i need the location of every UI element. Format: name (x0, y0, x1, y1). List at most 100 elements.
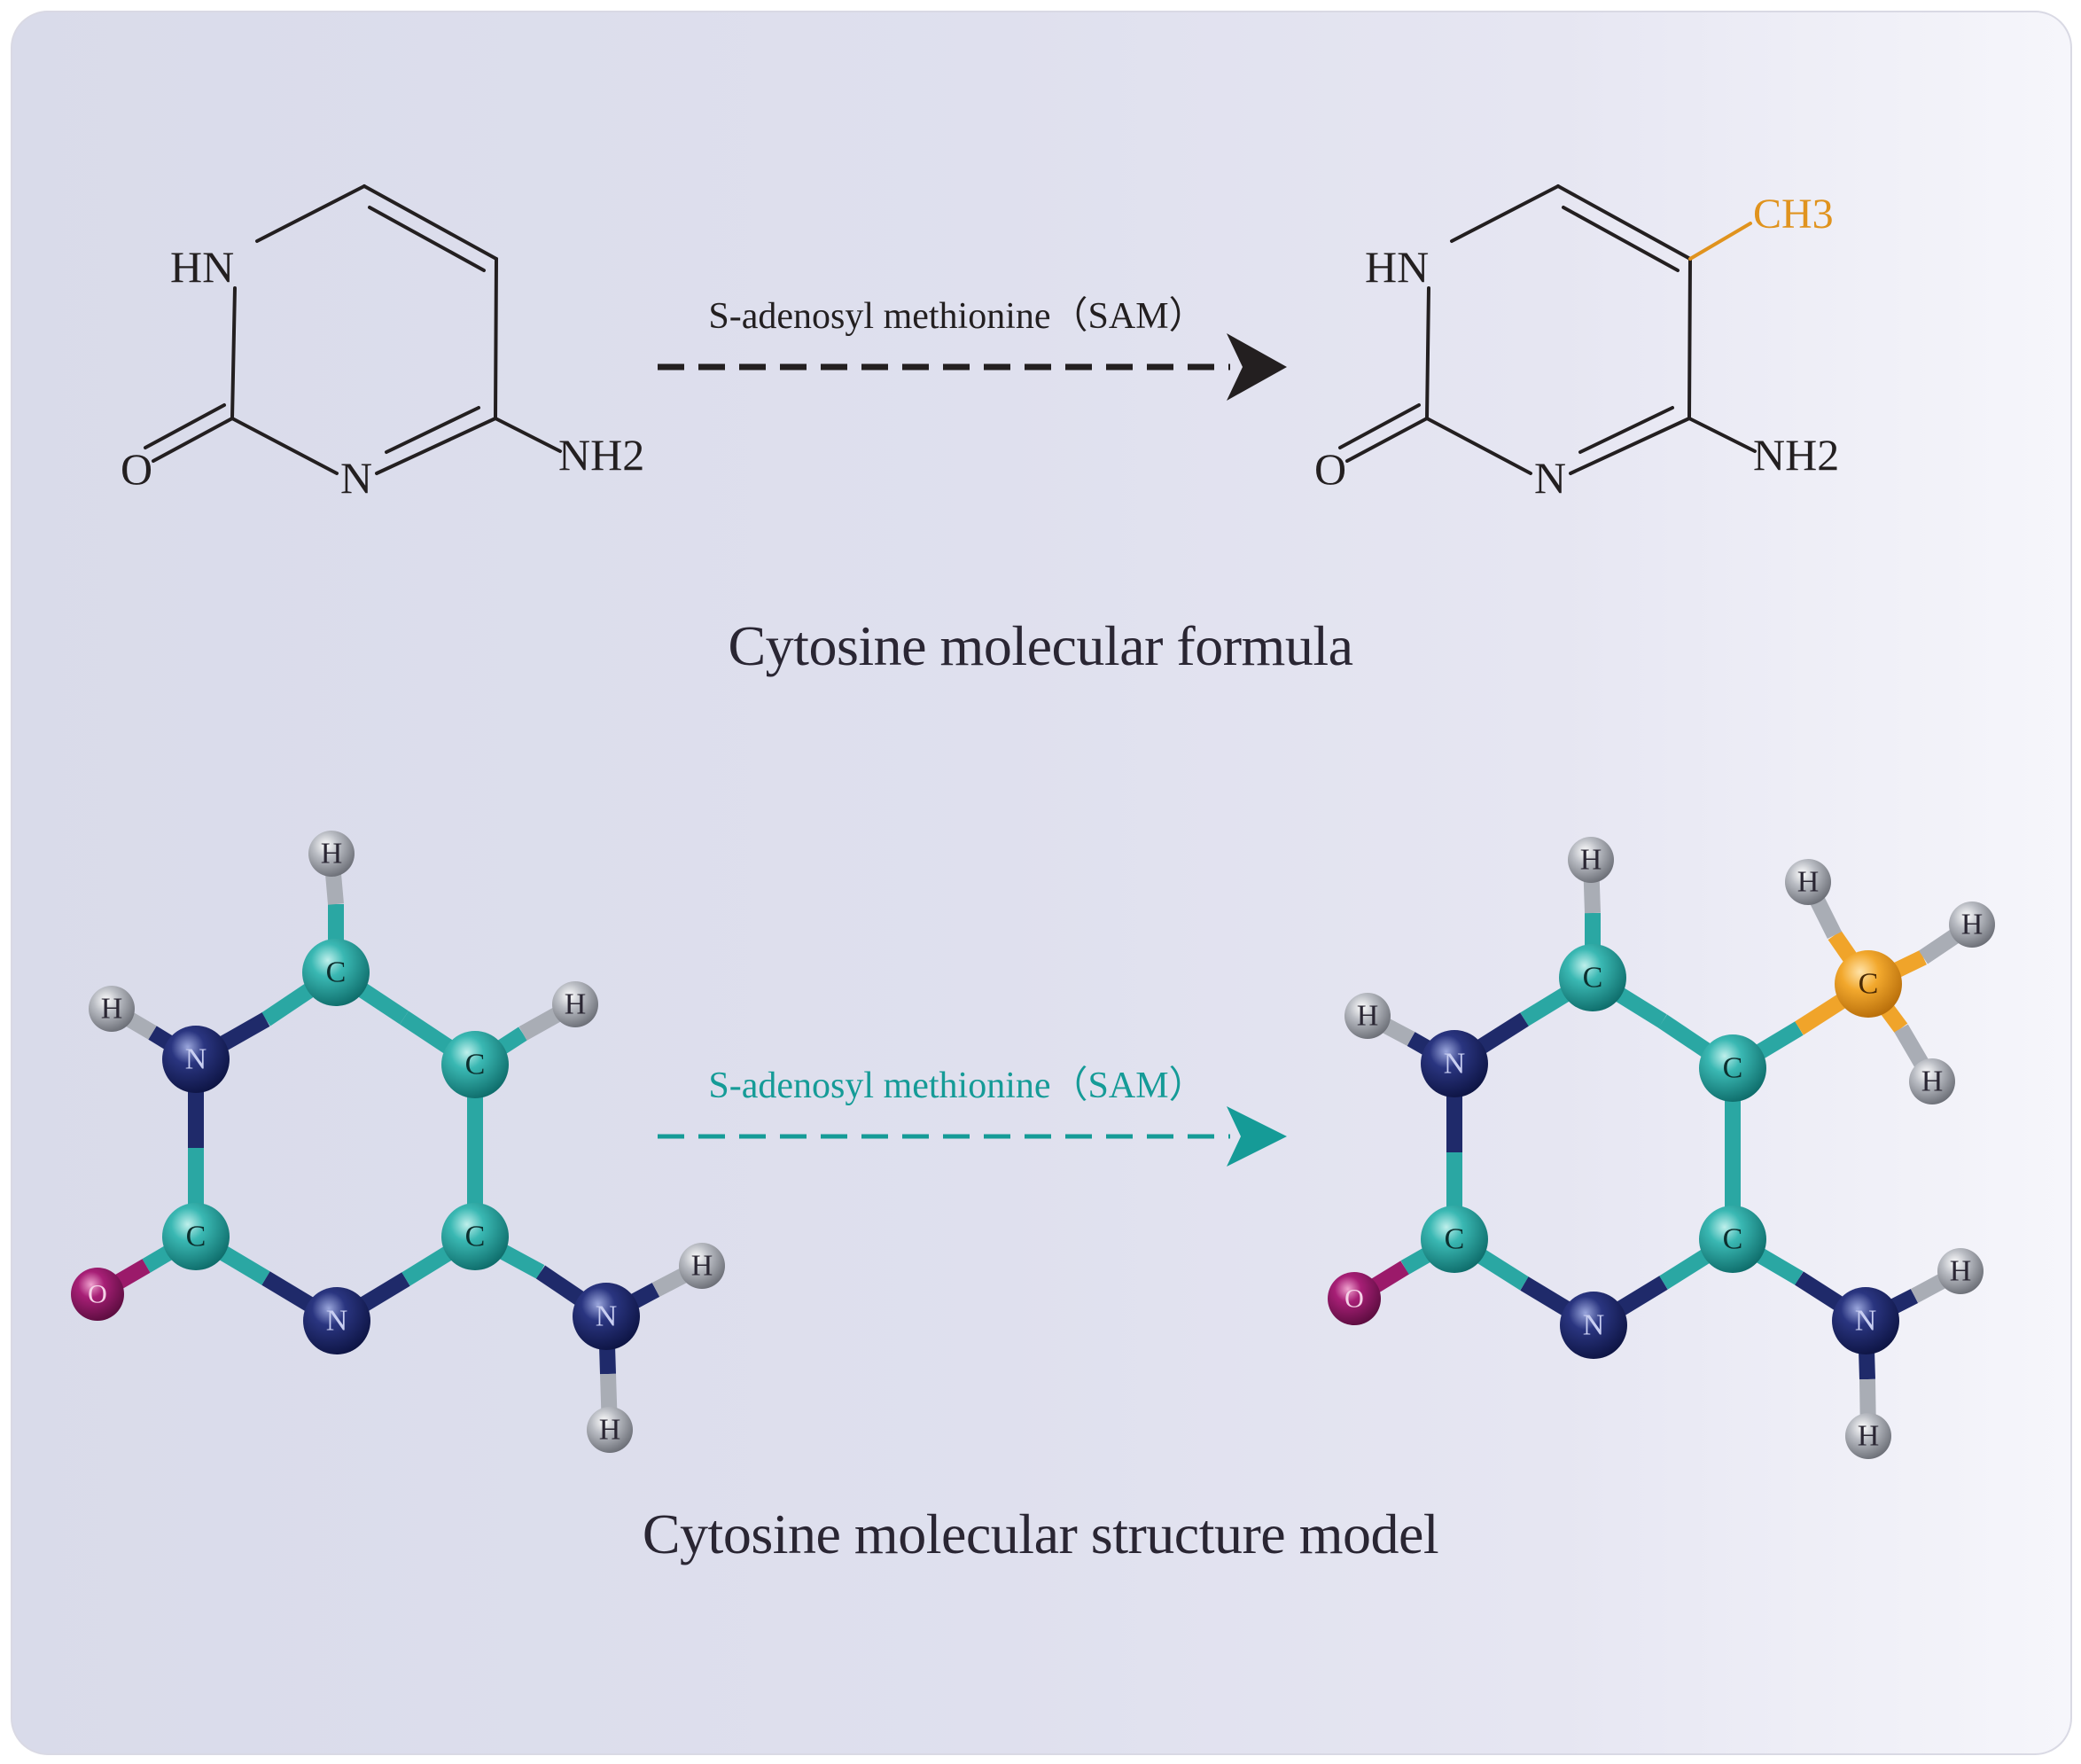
left-atom-h-amine-bottom: H (587, 1407, 633, 1453)
svg-text:C: C (465, 1049, 486, 1081)
bond-methyl (1688, 222, 1752, 261)
svg-text:H: H (321, 838, 343, 870)
bond-c2-hn (230, 286, 237, 420)
right-o-label: O (1314, 444, 1346, 494)
bond-c-c4 (494, 257, 498, 420)
formula-arrow-head (1227, 333, 1287, 401)
bond-c-c-double-a (362, 184, 498, 261)
svg-text:O: O (88, 1280, 107, 1309)
right-atom-h-methyl-top: H (1785, 859, 1831, 905)
right-atom-n-amine: N (1832, 1287, 1899, 1354)
bond-c2-hn (1425, 286, 1430, 420)
svg-text:H: H (1580, 844, 1602, 877)
svg-text:H: H (1858, 1420, 1880, 1453)
svg-text:N: N (185, 1043, 207, 1076)
bond-n-c2 (230, 417, 339, 475)
right-atom-c-right-top: C (1699, 1034, 1766, 1102)
left-atom-c-right-bottom: C (441, 1203, 509, 1270)
right-atom-h-methyl-bottom: H (1909, 1058, 1955, 1104)
left-atom-h-top: H (308, 831, 355, 877)
left-atom-c-right-top: C (441, 1031, 509, 1098)
svg-text:N: N (1583, 1309, 1605, 1342)
right-atom-n-bottom: N (1560, 1292, 1627, 1359)
right-structural-formula (1338, 184, 1757, 475)
svg-text:N: N (1855, 1305, 1877, 1338)
bond-c4-nh2 (494, 417, 562, 453)
svg-text:O: O (1344, 1284, 1364, 1314)
bond-c4-nh2 (1687, 417, 1757, 453)
bond-c2-o-b (144, 403, 226, 449)
right-atom-h-methyl-right: H (1949, 902, 1995, 948)
svg-text:C: C (326, 956, 347, 989)
right-atom-h-amine-right: H (1937, 1248, 1984, 1294)
right-atom-o: O (1328, 1272, 1381, 1325)
svg-text:H: H (1921, 1065, 1944, 1098)
left-atom-c-top: C (302, 939, 370, 1006)
svg-text:C: C (465, 1221, 486, 1253)
bond-c2-o-a (1345, 417, 1429, 463)
svg-text:H: H (1961, 909, 1984, 941)
bond-n-c2 (1425, 417, 1532, 475)
svg-text:N: N (596, 1300, 618, 1333)
svg-text:C: C (1583, 962, 1603, 995)
right-atom-c-right-bottom: C (1699, 1206, 1766, 1273)
model-reagent-label: S-adenosyl methionine（SAM） (708, 1065, 1205, 1106)
left-atom-n-left: N (162, 1026, 230, 1093)
svg-text:C: C (1859, 968, 1879, 1001)
left-nh2-label: NH2 (558, 430, 644, 480)
svg-text:H: H (565, 988, 587, 1021)
left-atom-h-ne: H (552, 981, 598, 1027)
right-atom-c-top: C (1559, 944, 1626, 1011)
model-arrow-head (1227, 1106, 1287, 1167)
svg-text:C: C (1445, 1223, 1465, 1256)
bond-c4-n-double (1578, 406, 1674, 454)
right-atom-n-left: N (1421, 1030, 1488, 1097)
svg-text:H: H (1797, 866, 1820, 899)
bond-c4-n (375, 417, 497, 475)
left-o-label: O (121, 444, 152, 494)
right-n-label: N (1534, 453, 1566, 503)
svg-text:C: C (1723, 1223, 1743, 1256)
right-hn-label: HN (1365, 242, 1429, 292)
bond-c2-o-a (152, 417, 234, 463)
left-hn-label: HN (170, 242, 234, 292)
figure-panel (11, 11, 2072, 1755)
left-structural-formula (144, 184, 562, 475)
bond-hn-c (1450, 184, 1560, 243)
svg-text:C: C (186, 1221, 207, 1253)
right-atom-h-nw: H (1344, 993, 1391, 1039)
svg-text:N: N (1444, 1048, 1466, 1081)
svg-text:H: H (1357, 1000, 1379, 1033)
right-atom-methyl-carbon: C (1835, 950, 1902, 1018)
bond-c-c-double-a (1556, 184, 1692, 261)
left-atom-c-left-bottom: C (162, 1203, 230, 1270)
left-n-label: N (340, 453, 372, 503)
svg-text:N: N (326, 1305, 348, 1338)
model-caption: Cytosine molecular structure model (642, 1503, 1439, 1565)
svg-text:C: C (1723, 1052, 1743, 1085)
right-atom-h-top: H (1568, 837, 1614, 883)
right-atom-h-amine-bottom: H (1845, 1413, 1891, 1459)
left-atom-o: O (71, 1268, 124, 1321)
right-ch3-label: CH3 (1753, 191, 1834, 238)
right-atom-c-left-bottom: C (1421, 1206, 1488, 1273)
bond-c-c-double-b (368, 206, 486, 272)
bond-hn-c (255, 184, 366, 243)
bond-c4-n (1569, 417, 1691, 475)
formula-reagent-label: S-adenosyl methionine（SAM） (708, 296, 1205, 337)
bond-c4-n-double (385, 406, 480, 454)
bond-c-c-double-b (1562, 206, 1680, 272)
svg-text:H: H (101, 993, 123, 1026)
formula-caption: Cytosine molecular formula (728, 614, 1353, 677)
left-atom-h-amine-right: H (679, 1243, 725, 1289)
left-atom-n-bottom: N (303, 1287, 370, 1354)
svg-text:H: H (1950, 1255, 1972, 1288)
svg-text:H: H (691, 1250, 713, 1283)
left-atom-n-amine: N (573, 1283, 640, 1350)
left-atom-h-nw: H (89, 986, 135, 1032)
bond-c-c4 (1687, 257, 1692, 420)
svg-text:H: H (599, 1414, 621, 1447)
right-nh2-label: NH2 (1753, 430, 1839, 480)
bond-c2-o-b (1338, 403, 1421, 449)
